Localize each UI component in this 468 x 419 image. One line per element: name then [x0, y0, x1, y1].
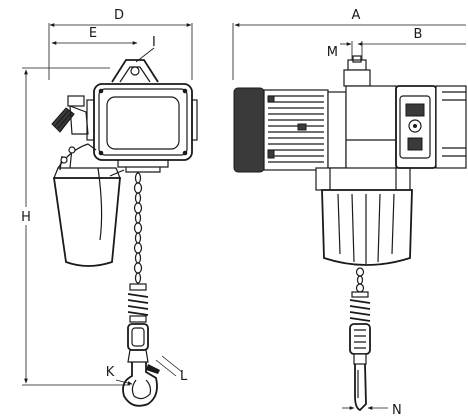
cable-strain-relief [51, 95, 89, 135]
hook-block-front [349, 323, 371, 365]
motor [233, 87, 347, 173]
dimension-e: E [51, 26, 138, 45]
front-view: A M B [232, 8, 467, 418]
hook-front [354, 363, 367, 412]
suspension-eye [111, 59, 159, 83]
suspension-top-front [343, 55, 371, 87]
dimension-d: D [48, 8, 193, 80]
hook-side [122, 362, 160, 407]
chain-container [52, 143, 125, 267]
label-m: M [327, 45, 338, 60]
label-k: K [106, 365, 115, 380]
dimension-h: H [14, 67, 130, 386]
label-a: A [352, 8, 361, 23]
dimension-k: K [106, 365, 133, 385]
dimension-b: B [357, 27, 466, 46]
load-chain-front [355, 267, 365, 293]
label-h: H [21, 210, 31, 225]
side-view: D E I H [14, 8, 198, 407]
spring-buffer-side [127, 283, 149, 323]
load-chain-side [133, 172, 143, 284]
label-n: N [392, 403, 402, 418]
label-e: E [89, 26, 97, 41]
hoist-body [86, 83, 198, 173]
label-b: B [414, 27, 423, 42]
label-i: I [152, 35, 156, 50]
chain-container-front [321, 189, 413, 266]
control-box [395, 85, 467, 169]
dimension-l: L [155, 355, 188, 384]
spring-buffer-front [349, 291, 371, 322]
label-d: D [114, 8, 124, 23]
label-l: L [180, 369, 188, 384]
dimension-i: I [135, 35, 156, 63]
dimension-a: A [232, 8, 466, 80]
hook-block-side [127, 323, 149, 363]
dimension-n: N [342, 403, 402, 418]
